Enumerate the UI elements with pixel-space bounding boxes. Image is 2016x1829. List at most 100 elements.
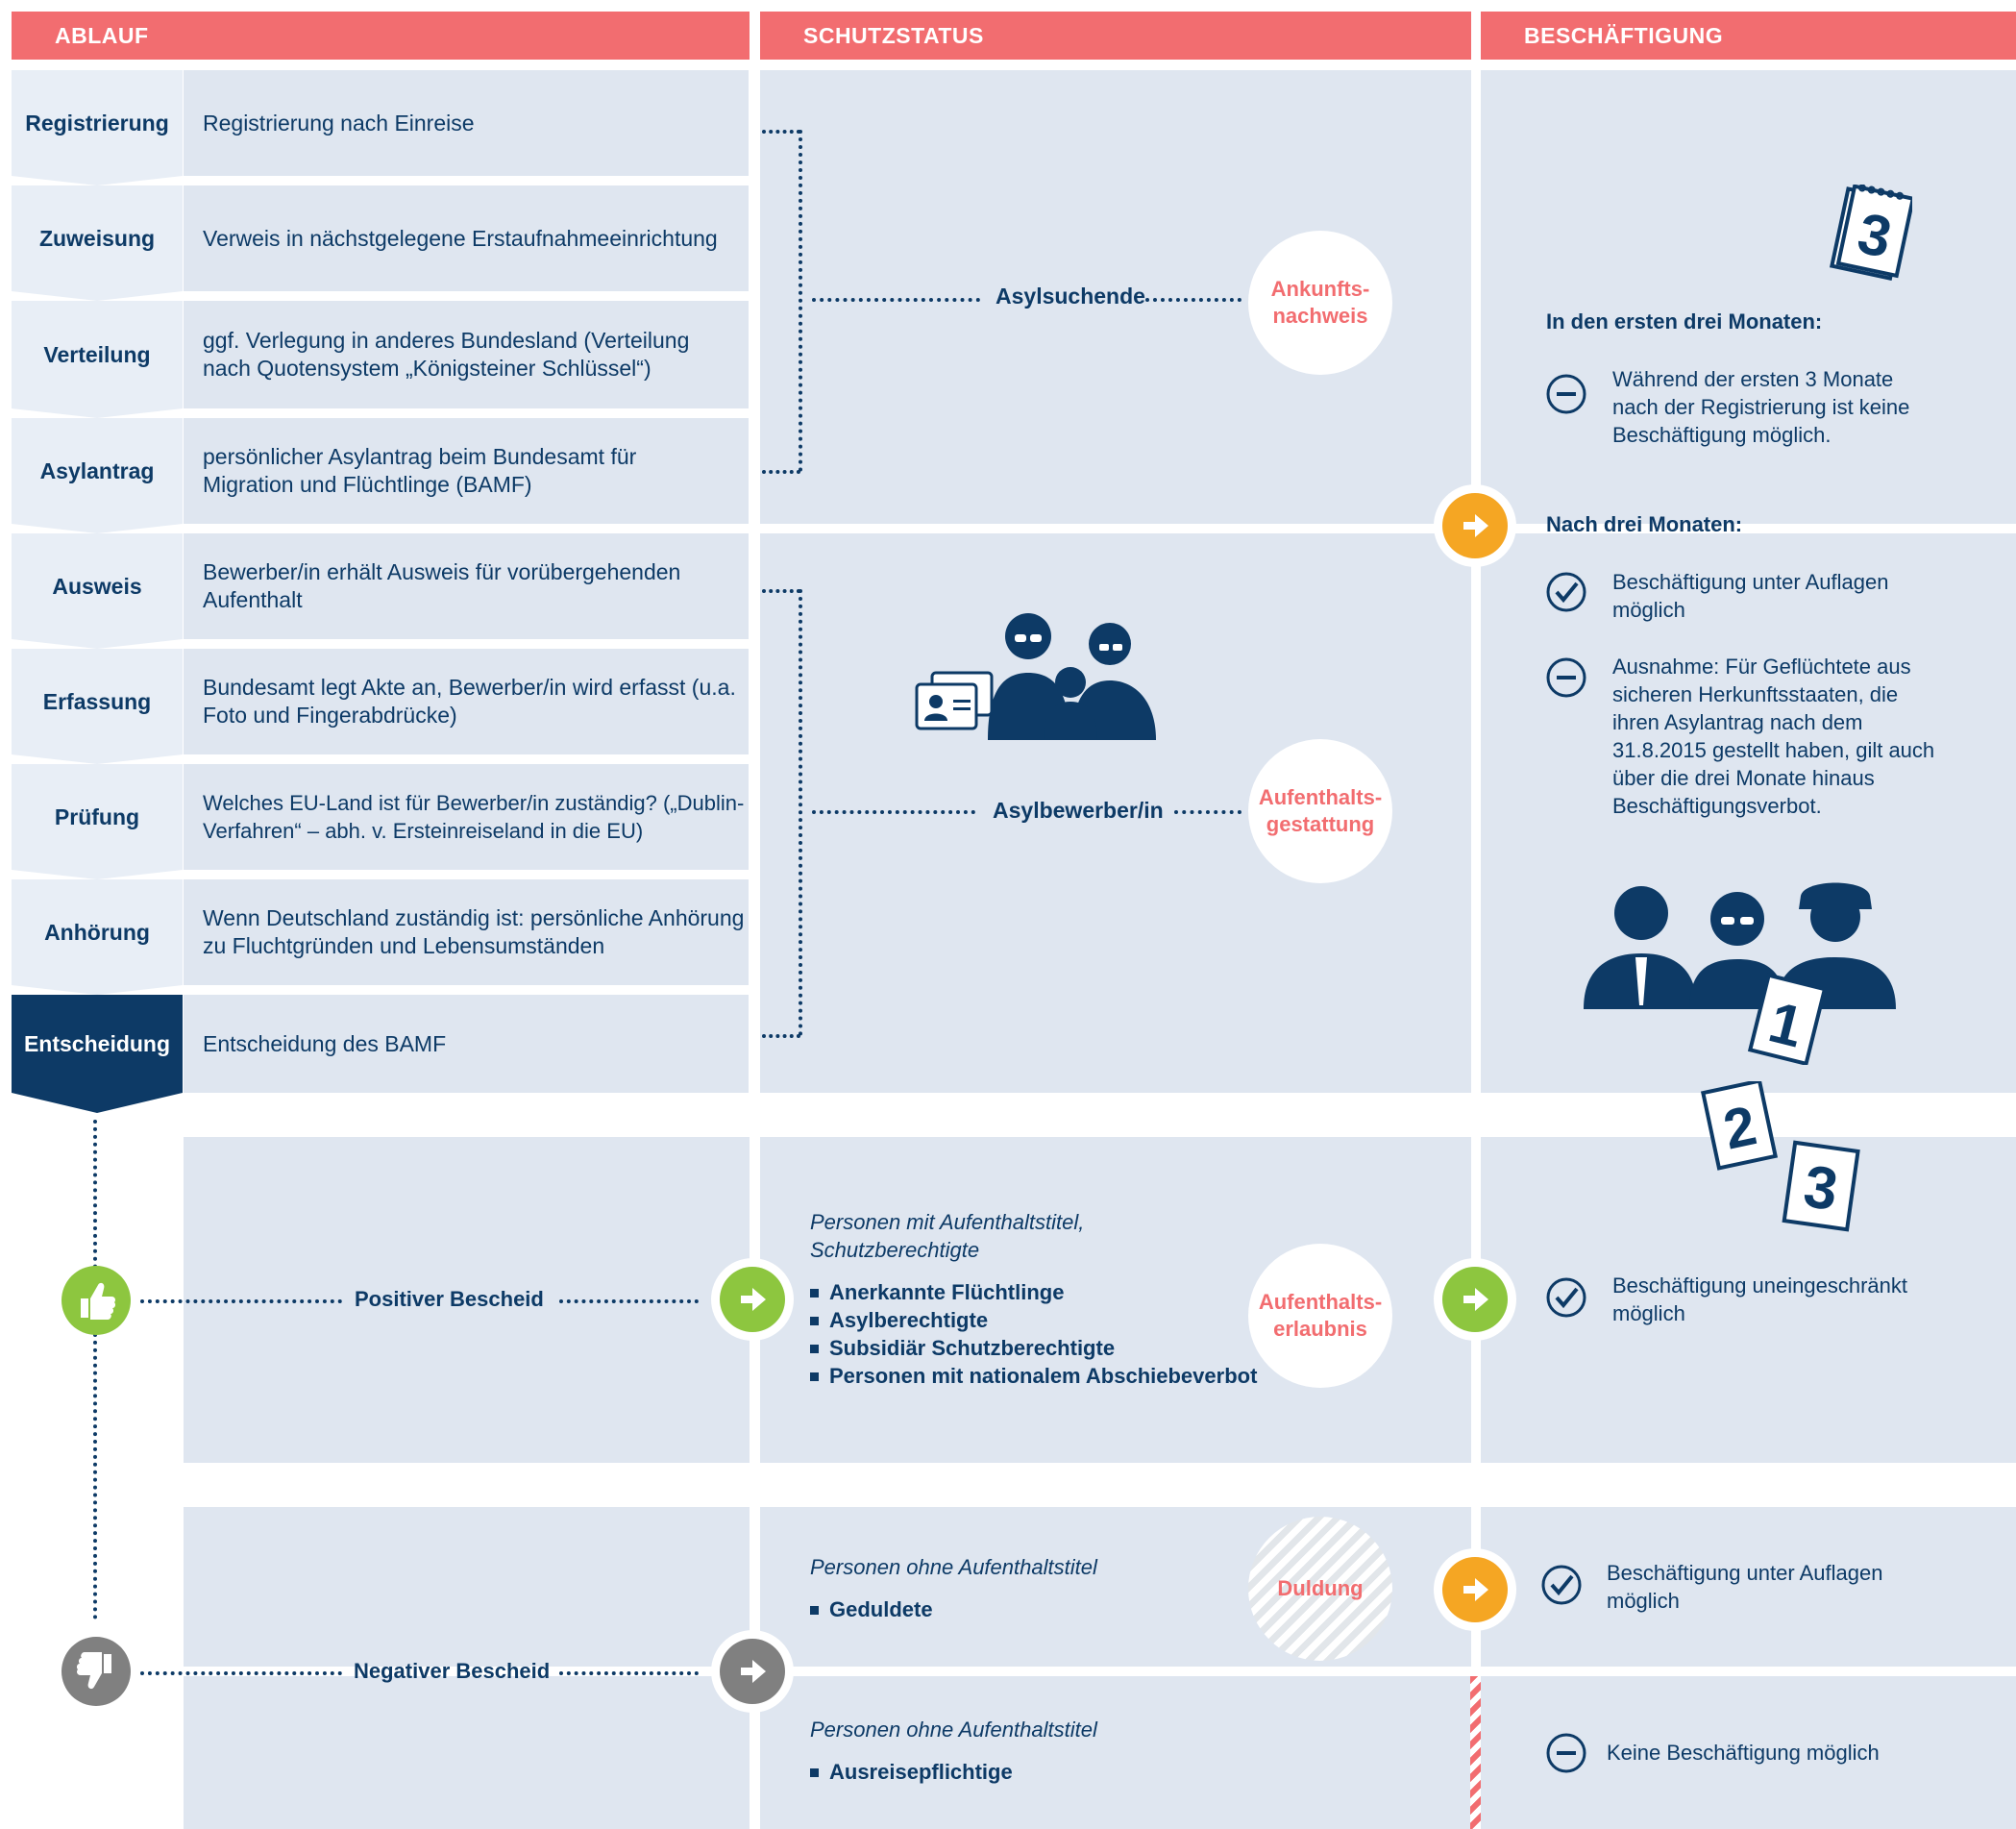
row-sep-upper xyxy=(760,524,2016,533)
header-ablauf-text: ABLAUF xyxy=(55,22,149,48)
calendar-icon: 3 xyxy=(1829,185,1912,281)
header-beschaeftigung-text: BESCHÄFTIGUNG xyxy=(1524,22,1724,48)
col-sep-2 xyxy=(1471,1137,1481,1829)
step-desc: Registrierung nach Einreise xyxy=(184,70,749,176)
ankunftsnachweis-badge: Ankunfts- nachweis xyxy=(1248,231,1392,375)
connector-reg xyxy=(762,130,800,134)
first-months-heading: In den ersten drei Monaten: xyxy=(1546,309,1823,334)
arrow-positive-employment xyxy=(1434,1258,1516,1341)
check-circle-icon xyxy=(1541,1565,1582,1605)
minus-circle-icon xyxy=(1546,374,1586,414)
negative-row-panel-a xyxy=(184,1507,2016,1667)
positive-intro: Personen mit Aufenthaltstitel, Schutzber… xyxy=(810,1210,1085,1262)
connector-antrag xyxy=(762,470,800,474)
negative-row-panel-b xyxy=(184,1676,2016,1829)
step-desc: Wenn Deutschland zuständig ist: persönli… xyxy=(184,879,749,985)
minus-circle-icon xyxy=(1546,1733,1586,1773)
after-months-heading: Nach drei Monaten: xyxy=(1546,512,1743,536)
list-item: Anerkannte Flüchtlinge xyxy=(810,1278,1257,1306)
arrow-tolerated-employment xyxy=(1434,1548,1516,1631)
header-beschaeftigung: BESCHÄFTIGUNG xyxy=(1481,12,2016,60)
connector-asylbewerber-left xyxy=(812,810,975,814)
step-label: Ausweis xyxy=(12,533,183,639)
header-ablauf: ABLAUF xyxy=(12,12,750,60)
step-label: Erfassung xyxy=(12,649,183,754)
aufenthaltsgestattung-badge: Aufenthalts- gestattung xyxy=(1248,739,1392,883)
duldung-badge: Duldung xyxy=(1248,1517,1392,1661)
col-sep-1 xyxy=(750,1137,760,1829)
after-months-text-2: Ausnahme: Für Geflüchtete aus sicheren H… xyxy=(1612,655,1935,818)
duldung-text: Duldung xyxy=(1277,1576,1364,1600)
first-months-text: Während der ersten 3 Monate nach der Reg… xyxy=(1612,367,1910,447)
workers-icon: 1 xyxy=(1584,882,1896,1065)
barrier-stripe xyxy=(1470,1676,1481,1829)
check-circle-icon xyxy=(1546,572,1586,612)
header-schutzstatus-text: SCHUTZSTATUS xyxy=(803,22,984,48)
step-label: Asylantrag xyxy=(12,418,183,524)
thumbs-down-icon xyxy=(61,1637,131,1706)
aufenthaltserlaubnis-badge: Aufenthalts- erlaubnis xyxy=(1248,1244,1392,1388)
step-desc: persönlicher Asylantrag beim Bundesamt f… xyxy=(184,418,749,524)
step-desc: Verweis in nächstgelegene Erstaufnahmeei… xyxy=(184,185,749,291)
positive-list: Anerkannte Flüchtlinge Asylberechtigte S… xyxy=(810,1278,1257,1390)
arrow-after-registration xyxy=(1434,484,1516,567)
check-circle-icon xyxy=(1546,1277,1586,1318)
step-desc: ggf. Verlegung in anderes Bundesland (Ve… xyxy=(184,301,749,408)
step-label: Zuweisung xyxy=(12,185,183,291)
header-schutzstatus: SCHUTZSTATUS xyxy=(760,12,1471,60)
negative-decision-label: Negativer Bescheid xyxy=(354,1659,551,1683)
asylsuchende-label: Asylsuchende xyxy=(996,284,1145,309)
arrow-right-icon xyxy=(1442,1557,1508,1622)
tolerated-intro: Personen ohne Aufenthaltstitel xyxy=(810,1555,1097,1579)
after-months-text-1: Beschäftigung unter Auflagen möglich xyxy=(1612,570,1889,622)
step-label: Anhörung xyxy=(12,879,183,985)
connector-entscheidung xyxy=(762,1034,800,1038)
positive-row-panel xyxy=(184,1137,2016,1463)
step-label: Verteilung xyxy=(12,301,183,408)
aufenthaltserlaubnis-text: Aufenthalts- erlaubnis xyxy=(1258,1290,1383,1341)
arrow-right-icon xyxy=(1442,493,1508,558)
row-sep-neg xyxy=(184,1667,2016,1676)
connector-asylbewerber-right xyxy=(1174,810,1242,814)
arrow-right-icon xyxy=(720,1639,785,1704)
thumbs-up-icon xyxy=(61,1266,131,1335)
connector-bracket-1 xyxy=(799,130,802,472)
step-chevrons xyxy=(12,176,183,1113)
arrow-right-icon xyxy=(720,1267,785,1332)
step-label: Registrierung xyxy=(12,70,183,176)
connector-asylsuchende-right xyxy=(1145,298,1242,302)
positive-connector-right xyxy=(559,1299,699,1303)
list-item: Personen mit nationalem Abschiebeverbot xyxy=(810,1362,1257,1390)
aufenthaltsgestattung-text: Aufenthalts- gestattung xyxy=(1258,785,1383,836)
decision-connector xyxy=(93,1120,97,1619)
list-item: Geduldete xyxy=(810,1595,933,1623)
calendar-icon: 2 3 xyxy=(1701,1081,1860,1232)
departure-intro: Personen ohne Aufenthaltstitel xyxy=(810,1718,1097,1742)
departure-list: Ausreisepflichtige xyxy=(810,1758,1013,1786)
tolerated-list: Geduldete xyxy=(810,1595,933,1623)
step-label: Entscheidung xyxy=(12,995,183,1093)
step-desc: Entscheidung des BAMF xyxy=(184,995,749,1093)
negative-connector-right xyxy=(559,1671,699,1675)
departure-employment-text: Keine Beschäftigung möglich xyxy=(1607,1741,1880,1765)
arrow-negative xyxy=(711,1630,794,1713)
negative-connector-left xyxy=(140,1671,342,1675)
connector-bracket-2 xyxy=(799,589,802,1036)
ankunftsnachweis-text: Ankunfts- nachweis xyxy=(1270,277,1370,328)
minus-circle-icon xyxy=(1546,657,1586,698)
step-desc: Welches EU-Land ist für Bewerber/in zust… xyxy=(184,764,749,870)
step-desc: Bewerber/in erhält Ausweis für vorüberge… xyxy=(184,533,749,639)
step-label: Prüfung xyxy=(12,764,183,870)
family-icon xyxy=(915,613,1156,740)
tolerated-employment-text: Beschäftigung unter Auflagen möglich xyxy=(1607,1561,1883,1613)
connector-asylsuchende-left xyxy=(812,298,980,302)
list-item: Ausreisepflichtige xyxy=(810,1758,1013,1786)
arrow-right-icon xyxy=(1442,1267,1508,1332)
list-item: Subsidiär Schutzberechtigte xyxy=(810,1334,1257,1362)
positive-employment-text: Beschäftigung uneingeschränkt möglich xyxy=(1612,1273,1907,1325)
connector-ausweis xyxy=(762,589,800,593)
list-item: Asylberechtigte xyxy=(810,1306,1257,1334)
positive-connector-left xyxy=(140,1299,342,1303)
positive-decision-label: Positiver Bescheid xyxy=(355,1287,544,1311)
step-desc: Bundesamt legt Akte an, Bewerber/in wird… xyxy=(184,649,749,754)
